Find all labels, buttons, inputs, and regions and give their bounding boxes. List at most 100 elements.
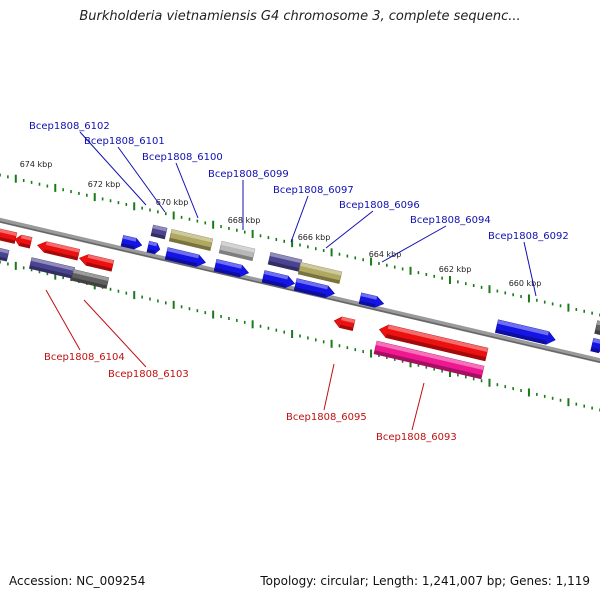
gene-highlight (215, 259, 243, 269)
gene-shadow (594, 329, 600, 336)
map-title: Burkholderia vietnamiensis G4 chromosome… (79, 9, 521, 24)
gene-highlight (360, 292, 378, 300)
gene-shadow (19, 242, 31, 249)
gene-highlight (0, 246, 10, 254)
gene-feature[interactable] (0, 226, 18, 244)
gene-feature[interactable] (293, 278, 336, 300)
tick-label: 664 kbp (369, 250, 402, 259)
gene-highlight (376, 341, 485, 370)
forward-callout-line (175, 162, 199, 219)
gene-shadow (29, 265, 73, 279)
gene-feature[interactable] (297, 262, 343, 284)
gene-feature[interactable] (378, 323, 489, 362)
gene-feature[interactable] (36, 240, 81, 261)
gene-highlight (296, 278, 329, 290)
forward-gene-label[interactable]: Bcep1808_6097 (273, 185, 354, 196)
gene-highlight (341, 316, 355, 324)
gene-feature[interactable] (333, 315, 356, 331)
gene-highlight (31, 257, 75, 271)
gene-shadow (262, 278, 287, 288)
forward-callout-line (523, 241, 537, 297)
gene-shadow (339, 324, 354, 331)
gene-highlight (87, 254, 114, 264)
gene-shadow (85, 262, 113, 272)
backbone-line-shade (0, 221, 600, 363)
gene-shadow (373, 350, 482, 379)
gene-shadow (146, 248, 156, 254)
tick-label: 670 kbp (156, 198, 189, 207)
gene-highlight (387, 324, 489, 352)
gene-shadow (44, 249, 78, 261)
gene-highlight (220, 241, 255, 253)
gene-feature[interactable] (213, 258, 250, 278)
gene-feature[interactable] (164, 247, 207, 269)
gene-feature[interactable] (14, 234, 33, 249)
forward-gene-label[interactable]: Bcep1808_6096 (339, 200, 420, 211)
tick-label: 666 kbp (298, 233, 331, 242)
reverse-gene-label[interactable]: Bcep1808_6104 (44, 352, 125, 363)
reverse-gene-label[interactable]: Bcep1808_6095 (286, 412, 367, 423)
gene-shadow (495, 328, 547, 345)
forward-callout-line (79, 131, 147, 206)
gene-feature[interactable] (168, 229, 214, 251)
gene-feature[interactable] (78, 253, 115, 272)
gene-callouts: Bcep1808_6102Bcep1808_6101Bcep1808_6100B… (29, 121, 569, 443)
gene-feature[interactable] (28, 257, 76, 279)
gene-feature[interactable] (358, 292, 385, 309)
gene-shadow (385, 334, 486, 361)
forward-gene-label[interactable]: Bcep1808_6100 (142, 152, 223, 163)
tick-label: 662 kbp (439, 265, 472, 274)
gene-highlight (45, 241, 80, 253)
tick-label: 668 kbp (228, 216, 261, 225)
gene-shadow (359, 300, 376, 308)
gene-shadow (294, 287, 327, 298)
gene-feature[interactable] (150, 224, 168, 240)
gene-shadow (165, 256, 198, 267)
gene-shadow (0, 235, 16, 244)
gene-highlight (148, 241, 158, 247)
reverse-callout-line (411, 382, 425, 431)
gene-highlight (0, 228, 17, 237)
gene-feature[interactable] (146, 240, 161, 255)
reverse-gene-label[interactable]: Bcep1808_6093 (376, 432, 457, 443)
reverse-callout-line (83, 299, 147, 368)
gene-highlight (263, 270, 289, 280)
forward-gene-label[interactable]: Bcep1808_6101 (84, 136, 165, 147)
gene-highlight (497, 319, 549, 336)
forward-gene-label[interactable]: Bcep1808_6094 (410, 215, 491, 226)
gene-highlight (171, 229, 213, 243)
gene-feature[interactable] (267, 252, 303, 272)
forward-gene-label[interactable]: Bcep1808_6102 (29, 121, 110, 132)
forward-gene-label[interactable]: Bcep1808_6099 (208, 169, 289, 180)
reverse-callout-line (323, 363, 335, 411)
gene-feature[interactable] (120, 235, 143, 250)
gene-shadow (590, 347, 600, 353)
gene-feature[interactable] (373, 340, 485, 380)
gene-highlight (122, 235, 137, 242)
gene-shadow (121, 243, 135, 250)
forward-gene-label[interactable]: Bcep1808_6092 (488, 231, 569, 242)
topology-summary: Topology: circular; Length: 1,241,007 bp… (260, 574, 590, 588)
gene-feature[interactable] (218, 240, 256, 262)
tick-label: 672 kbp (88, 180, 121, 189)
gene-feature[interactable] (0, 246, 10, 262)
forward-callout-line (290, 195, 309, 243)
gene-highlight (20, 235, 33, 241)
gene-shadow (150, 232, 166, 239)
gene-shadow (71, 277, 107, 289)
forward-callout-line (117, 146, 166, 213)
gene-feature[interactable] (594, 320, 600, 336)
reverse-gene-label[interactable]: Bcep1808_6103 (108, 369, 189, 380)
forward-callout-line (381, 225, 447, 263)
gene-highlight (269, 252, 302, 264)
forward-callout-line (325, 210, 374, 249)
gene-highlight (167, 247, 200, 259)
gene-shadow (219, 249, 253, 261)
gene-feature[interactable] (590, 337, 600, 354)
gene-feature[interactable] (261, 270, 296, 290)
gene-highlight (72, 269, 109, 281)
gene-feature[interactable] (494, 319, 556, 346)
tick-label: 660 kbp (509, 279, 542, 288)
gene-feature[interactable] (70, 269, 110, 289)
